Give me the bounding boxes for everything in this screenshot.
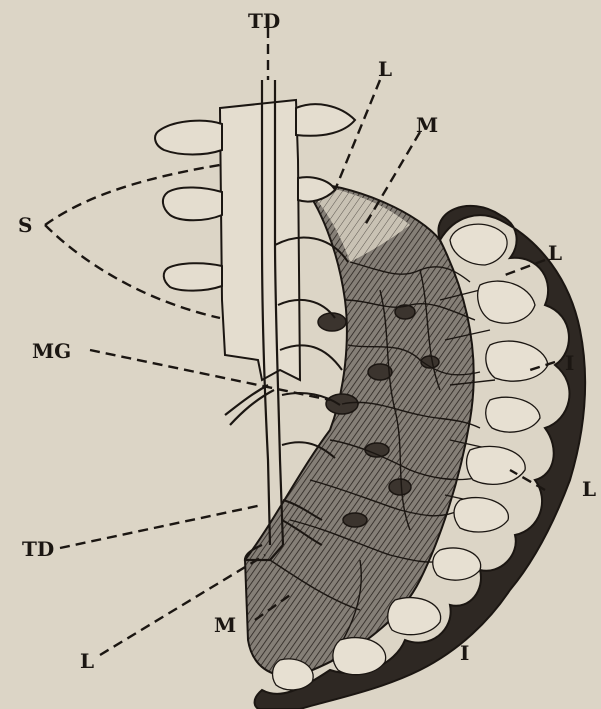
label-l-right-upper: L — [548, 241, 562, 265]
label-i-upper: I — [565, 351, 574, 375]
label-i-lower: I — [460, 641, 469, 665]
label-m-top: M — [416, 113, 438, 137]
vertebral-column — [155, 100, 355, 380]
label-l-right-lower: L — [582, 477, 596, 501]
label-m-bottom: M — [214, 613, 236, 637]
label-mg: MG — [32, 339, 71, 363]
label-l-bottom: L — [80, 649, 94, 673]
label-l-top: L — [378, 57, 392, 81]
label-td-bottom: TD — [22, 537, 54, 561]
label-s: S — [18, 213, 32, 237]
label-td-top: TD — [248, 9, 280, 33]
